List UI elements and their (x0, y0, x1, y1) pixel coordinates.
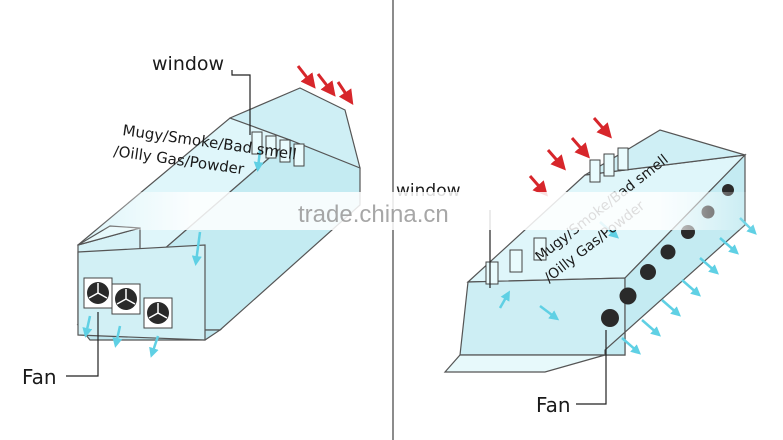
fan-icon (83, 277, 113, 309)
window-label: window (152, 53, 224, 75)
watermark-band (90, 192, 760, 230)
fan-icon (660, 244, 676, 260)
right-fans (601, 184, 734, 327)
left-fans (83, 277, 173, 329)
left-windows (251, 131, 305, 167)
window-leader-line (231, 70, 251, 135)
right-windows (485, 147, 629, 285)
fan-icon (143, 297, 173, 329)
right-intake-arrows (528, 117, 612, 197)
fan-icon (601, 309, 619, 327)
watermark-text: trade.china.cn (298, 201, 449, 228)
left-intake-arrows (296, 65, 354, 105)
fan-label: Fan (22, 365, 57, 389)
fan-icon (619, 287, 637, 305)
fan-icon (111, 283, 141, 315)
left-panel: window Mugy/Smoke/Bad smell /Oilly Gas/P… (22, 53, 361, 389)
fan-icon (640, 264, 656, 280)
left-airflow-arrows (82, 149, 264, 358)
right-panel: window Mugy/Smoke/Bad smell /Oilly Gas/P… (396, 117, 757, 417)
fan-leader-line (576, 330, 607, 405)
fan-leader-line (66, 312, 99, 377)
fan-label: Fan (536, 393, 571, 417)
